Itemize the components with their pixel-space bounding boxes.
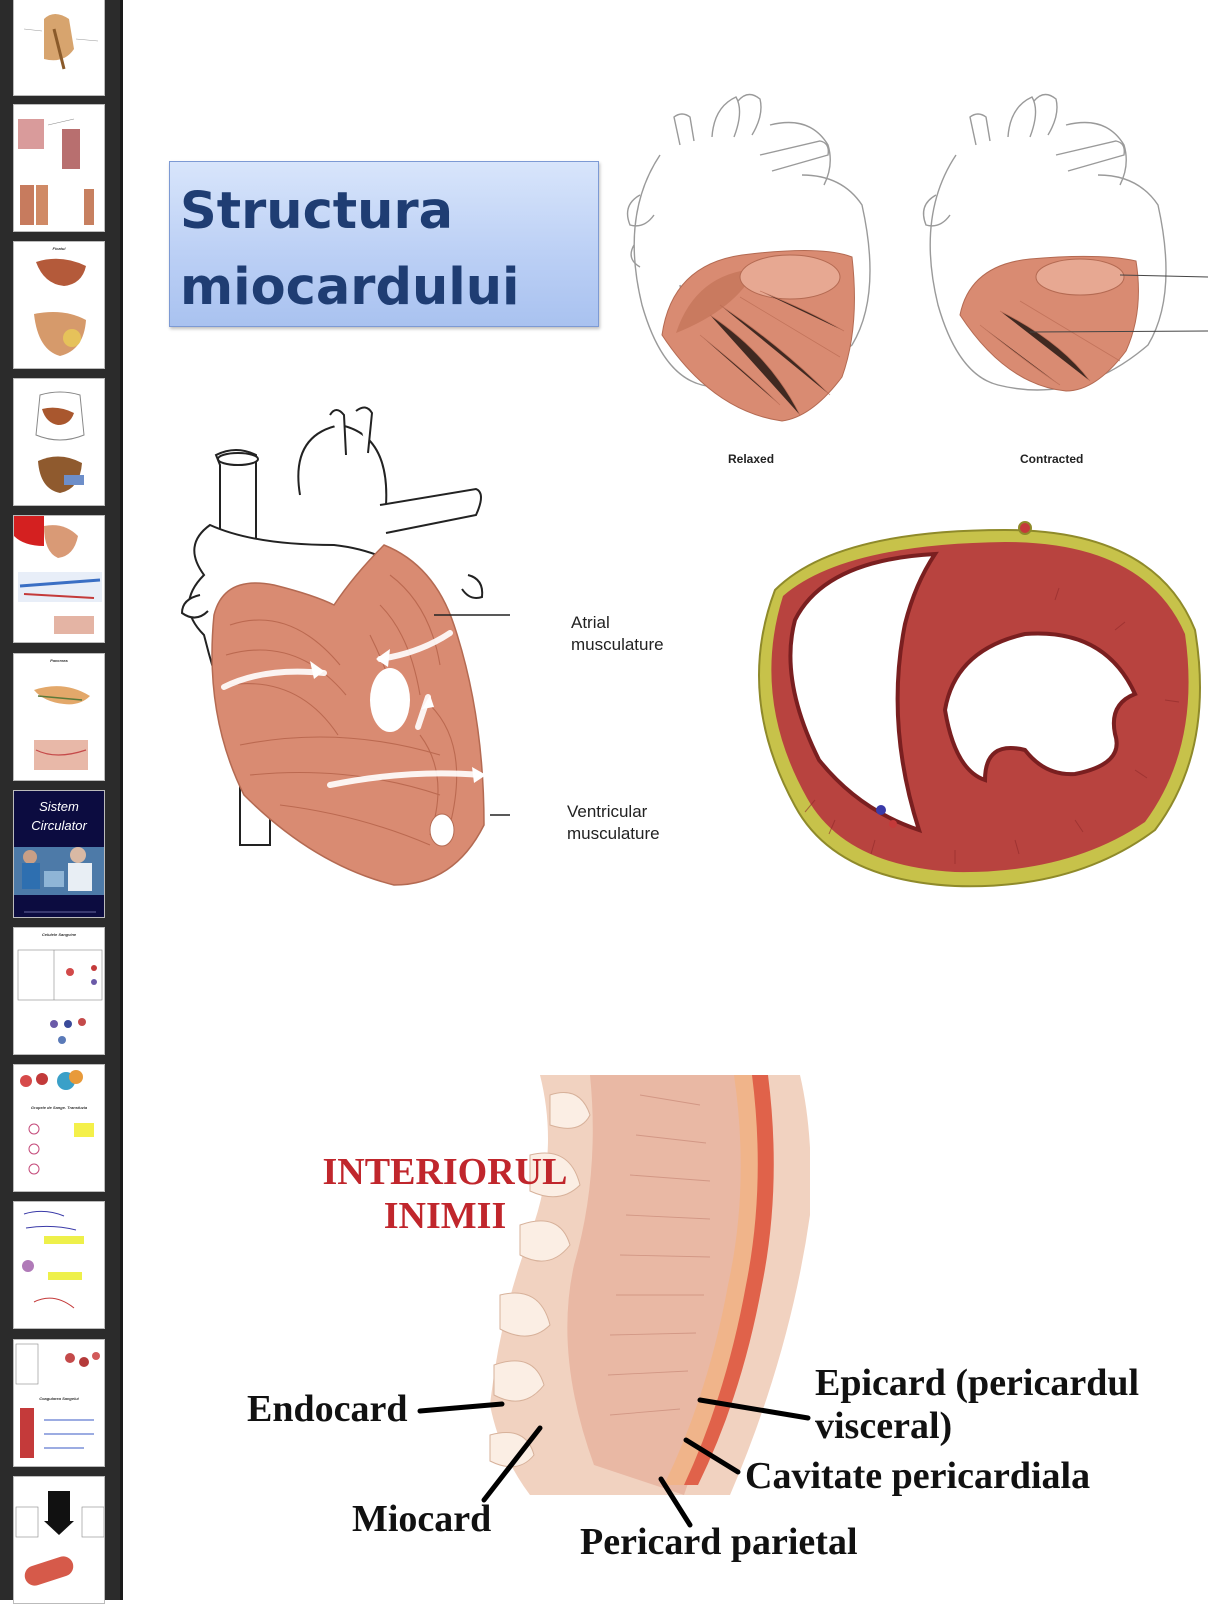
slide-thumbnail-9[interactable]: Grupele de Sange. Transfuzia [13, 1064, 105, 1192]
thumbnail-image [18, 118, 94, 225]
slide-thumbnail-8[interactable]: Celulele Sangvine [13, 927, 105, 1055]
ventricular-musculature-label: Ventricular musculature [567, 802, 660, 843]
thumbnail-image [34, 686, 90, 770]
thumbnail-image [15, 1343, 100, 1458]
thumbnail-image [35, 391, 85, 493]
epicard-label: Epicard (pericardul visceral) [815, 1362, 1140, 1447]
thumbnail-image [17, 949, 103, 1044]
slide-thumbnail-7[interactable]: Sistem Circulator [13, 790, 105, 918]
thumbnail-title: Grupele de Sange. Transfuzia [30, 1105, 88, 1110]
thumbnail-image [14, 516, 102, 634]
slide-thumbnail-12[interactable] [13, 1476, 105, 1604]
slide-thumbnail-4[interactable] [13, 378, 105, 506]
slide-thumbnail-5[interactable] [13, 515, 105, 643]
slide-thumbnail-1[interactable] [13, 0, 105, 96]
pericard-parietal-label: Pericard parietal [580, 1521, 858, 1563]
thumbnail-image [14, 0, 104, 95]
endocard-label: Endocard [247, 1388, 408, 1430]
slide-title: Structura miocardului [180, 182, 520, 317]
interior-title: INTERIORUL INIMII [322, 1151, 568, 1237]
ventricle-cross-section-figure [758, 521, 1201, 888]
contracted-label: Contracted [1020, 452, 1084, 466]
slide-thumbnail-6[interactable]: Pancreas [13, 653, 105, 781]
slide-thumbnail-3[interactable]: Ficatul [13, 241, 105, 369]
slide-thumbnail-2[interactable] [13, 104, 105, 232]
heart-musculature-figure [180, 406, 510, 886]
thumbnail-title: Sistem Circulator [31, 799, 87, 833]
thumbnail-image [20, 1070, 94, 1175]
slide-title-box: Structura miocardului [169, 161, 599, 327]
thumbnail-title: Celulele Sangvine [41, 932, 77, 937]
relaxed-contracted-heart-figure [626, 93, 1208, 422]
thumbnail-image [22, 1210, 84, 1309]
thumbnail-title: Coagularea Sangelui [39, 1396, 79, 1401]
thumbnail-image [14, 847, 104, 913]
miocard-label: Miocard [352, 1498, 492, 1540]
slide-thumbnail-panel[interactable]: Ficatul Pancreas [0, 0, 123, 1604]
atrial-musculature-label: Atrial musculature [571, 613, 664, 654]
thumbnail-image [15, 1491, 104, 1586]
thumbnail-title: Ficatul [52, 246, 66, 251]
slide-thumbnail-11[interactable]: Coagularea Sangelui [13, 1339, 105, 1467]
slide-thumbnail-10[interactable] [13, 1201, 105, 1329]
thumbnail-title: Pancreas [50, 658, 68, 663]
thumbnail-image [34, 258, 86, 356]
relaxed-label: Relaxed [728, 452, 775, 466]
cavitate-pericardiala-label: Cavitate pericardiala [745, 1455, 1091, 1497]
